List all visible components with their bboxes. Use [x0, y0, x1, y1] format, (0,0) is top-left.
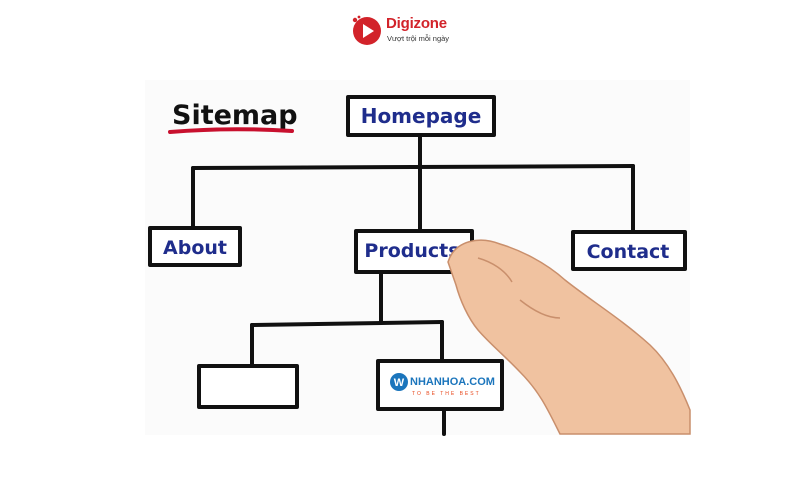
contact-box [571, 230, 687, 271]
digizone-logo: Digizone Vượt trội mỗi ngày [350, 12, 460, 52]
hand-icon [447, 239, 691, 435]
child-box-empty [197, 364, 299, 409]
node-homepage: Homepage [361, 104, 482, 128]
diagram-title: Sitemap [172, 100, 298, 131]
hand-with-marker-illustration [447, 239, 691, 435]
homepage-box [346, 95, 496, 137]
logo-tagline: Vượt trội mỗi ngày [387, 34, 450, 43]
about-box [148, 226, 242, 267]
watermark-tagline: TO BE THE BEST [412, 391, 481, 397]
play-logo-icon [352, 15, 381, 45]
node-about: About [163, 237, 227, 259]
title-underline [168, 127, 294, 134]
watermark-name: NHANHOA.COM [410, 376, 495, 388]
logo-brand: Digizone [386, 15, 447, 32]
nhanhoa-watermark: W NHANHOA.COM TO BE THE BEST [390, 373, 495, 397]
node-contact: Contact [587, 241, 670, 263]
node-products: Products [364, 240, 459, 262]
nhanhoa-logo-icon [390, 373, 408, 391]
connector-lines [191, 134, 635, 436]
svg-text:W: W [394, 377, 405, 389]
